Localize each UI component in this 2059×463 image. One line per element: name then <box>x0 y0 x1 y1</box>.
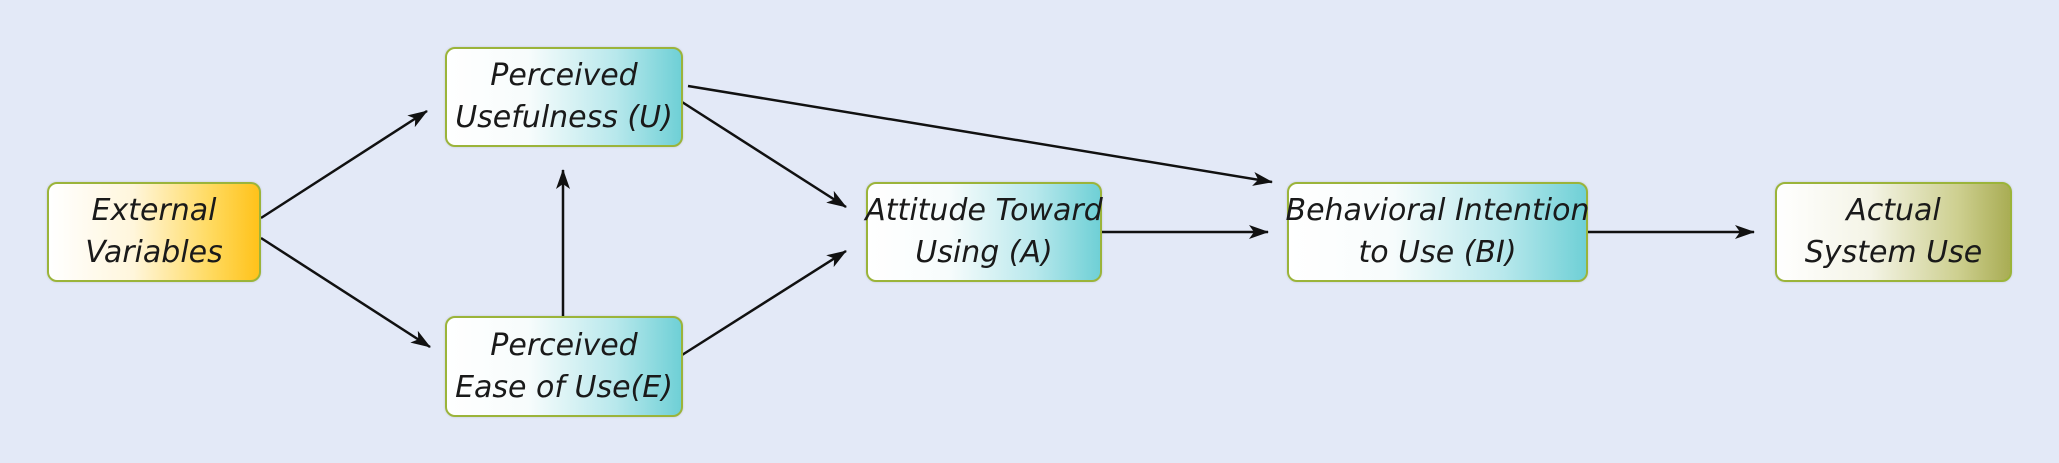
node-label: Actual <box>1846 193 1941 228</box>
node-label: Usefulness (U) <box>455 100 673 135</box>
node-label: Ease of Use(E) <box>455 369 673 405</box>
node-label: Using (A) <box>915 235 1053 270</box>
node-label: Perceived <box>490 327 638 363</box>
node-label: External <box>91 193 217 228</box>
node-actual-system-use: Actual System Use <box>1775 182 2012 282</box>
node-label: to Use (BI) <box>1358 235 1517 270</box>
arrow-usefulness-to-attitude <box>681 100 847 209</box>
node-perceived-usefulness: Perceived Usefulness (U) <box>445 47 683 147</box>
node-label: Behavioral Intention <box>1285 193 1590 228</box>
node-label: Variables <box>85 235 223 270</box>
node-behavioral-intention: Behavioral Intention to Use (BI) <box>1285 182 1590 282</box>
node-label: Attitude Toward <box>865 193 1103 228</box>
node-external-variables: External Variables <box>47 182 261 282</box>
arrow-external-to-ease <box>260 236 431 349</box>
node-perceived-ease-of-use: Perceived Ease of Use(E) <box>445 316 683 417</box>
node-label: Perceived <box>490 58 638 93</box>
arrow-usefulness-to-intention <box>687 84 1273 186</box>
arrow-ease-to-attitude <box>681 249 847 357</box>
node-label: System Use <box>1804 235 1983 270</box>
arrow-external-to-usefulness <box>260 109 428 220</box>
node-attitude-toward-using: Attitude Toward Using (A) <box>865 182 1103 282</box>
